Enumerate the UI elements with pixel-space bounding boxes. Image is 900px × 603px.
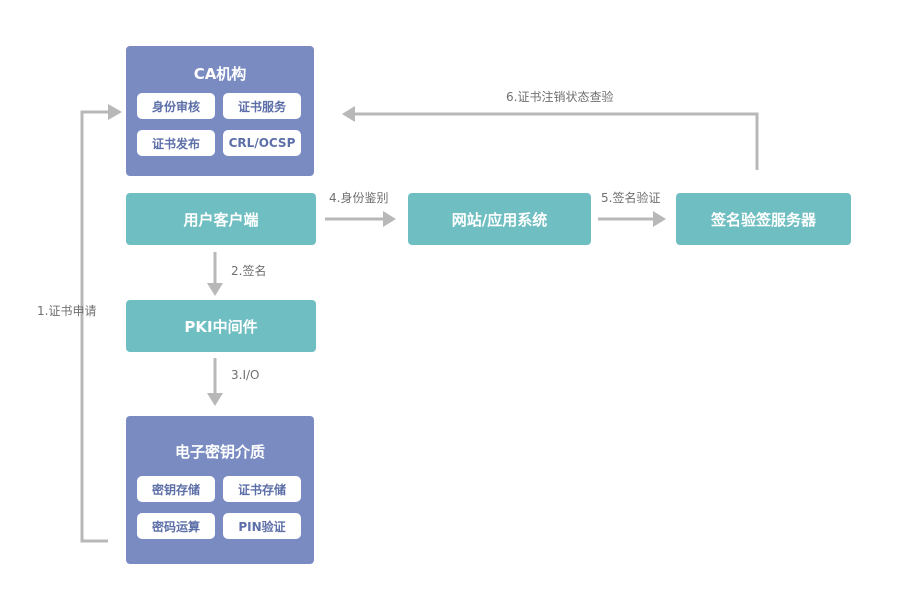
ca-item-cert-publish: 证书发布 [137, 130, 215, 156]
pki-title: PKI中间件 [184, 317, 258, 336]
medium-item-pin-verify: PIN验证 [223, 513, 301, 539]
medium-item-key-storage: 密钥存储 [137, 476, 215, 502]
edge-label-revocation-check: 6.证书注销状态查验 [506, 90, 614, 104]
medium-item-cert-storage: 证书存储 [223, 476, 301, 502]
sign-server-node: 签名验签服务器 [676, 193, 851, 245]
medium-item-crypto-op: 密码运算 [137, 513, 215, 539]
edge-label-io: 3.I/O [231, 368, 260, 382]
edge-label-auth: 4.身份鉴别 [329, 191, 389, 205]
ca-item-crl-ocsp: CRL/OCSP [223, 130, 301, 156]
edge-io-arrowhead [207, 393, 223, 406]
client-title: 用户客户端 [183, 210, 259, 229]
edge-cert-apply [80, 110, 112, 543]
sign-server-title: 签名验签服务器 [710, 210, 816, 229]
medium-node: 电子密钥介质 密钥存储 证书存储 密码运算 PIN验证 [126, 416, 314, 564]
edge-revocation-check [355, 112, 759, 170]
client-node: 用户客户端 [126, 193, 316, 245]
ca-item-identity-review: 身份审核 [137, 93, 215, 119]
edge-label-cert-apply: 1.证书申请 [37, 304, 97, 318]
edge-auth-arrowhead [383, 211, 396, 227]
website-node: 网站/应用系统 [408, 193, 591, 245]
edge-sign-arrowhead [207, 283, 223, 296]
ca-item-cert-service: 证书服务 [223, 93, 301, 119]
edge-cert-apply-arrowhead [108, 104, 122, 120]
medium-title: 电子密钥介质 [174, 443, 265, 461]
edge-label-sign: 2.签名 [231, 264, 267, 278]
ca-title: CA机构 [193, 65, 247, 83]
website-title: 网站/应用系统 [451, 210, 548, 229]
pki-node: PKI中间件 [126, 300, 316, 352]
edge-revocation-check-arrowhead [342, 106, 355, 122]
ca-node: CA机构 身份审核 证书服务 证书发布 CRL/OCSP [126, 46, 314, 176]
edge-verify-arrowhead [653, 211, 666, 227]
edge-label-verify: 5.签名验证 [601, 191, 661, 205]
